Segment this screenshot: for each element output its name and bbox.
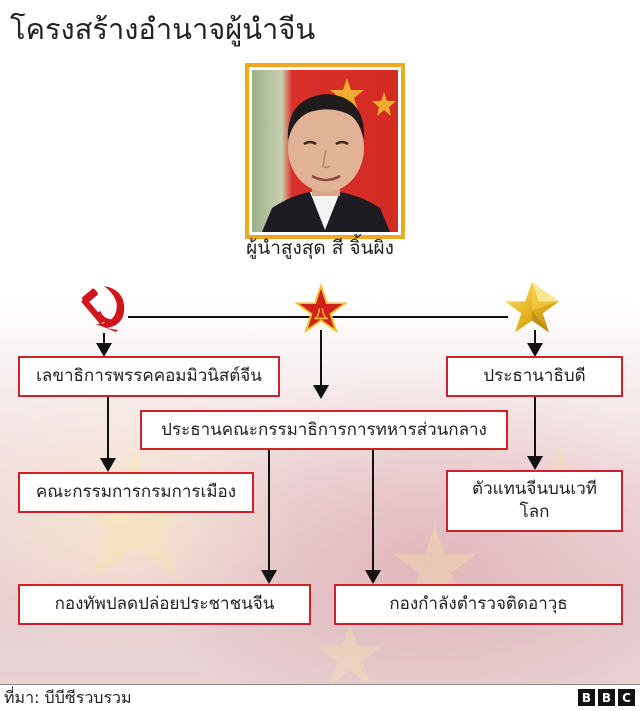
arrow-down-icon bbox=[527, 343, 543, 357]
arrow-down-icon bbox=[365, 570, 381, 584]
connector-line bbox=[534, 330, 536, 344]
connector-line bbox=[320, 330, 322, 386]
background-star-icon bbox=[393, 524, 477, 604]
svg-text:八: 八 bbox=[314, 307, 327, 320]
bbc-logo-letter: B bbox=[598, 689, 615, 706]
armed-police-label: กองกำลังตำรวจติดอาวุธ bbox=[389, 594, 568, 615]
portrait-illustration bbox=[262, 78, 396, 232]
party-secretary-label: เลขาธิการพรรคคอมมิวนิสต์จีน bbox=[36, 366, 262, 387]
cmc-chairman-label: ประธานคณะกรรมาธิการการทหารส่วนกลาง bbox=[161, 419, 487, 440]
arrow-down-icon bbox=[313, 385, 329, 399]
arrow-down-icon bbox=[100, 458, 116, 472]
leader-caption: ผู้นำสูงสุด สี จิ้นผิง bbox=[246, 237, 394, 259]
background-star-icon bbox=[66, 447, 204, 580]
party-secretary-box: เลขาธิการพรรคคอมมิวนิสต์จีน bbox=[18, 356, 280, 397]
pla-label: กองทัพปลดปล่อยประชาชนจีน bbox=[54, 594, 275, 615]
gold-star-icon bbox=[504, 282, 560, 333]
connector-line bbox=[103, 333, 105, 345]
leader-photo bbox=[252, 70, 398, 232]
source-note: ที่มา: บีบีซีรวบรวม bbox=[4, 688, 132, 707]
bbc-logo: B B C bbox=[578, 689, 635, 706]
leader-photo-frame bbox=[245, 63, 405, 239]
connector-line bbox=[372, 450, 374, 571]
world-representative-box: ตัวแทนจีนบนเวทีโลก bbox=[446, 470, 623, 532]
arrow-down-icon bbox=[261, 570, 277, 584]
connector-line bbox=[268, 450, 270, 571]
arrow-down-icon bbox=[527, 456, 543, 470]
connector-line bbox=[534, 397, 536, 457]
footer-divider bbox=[0, 684, 640, 685]
cmc-chairman-box: ประธานคณะกรรมาธิการการทหารส่วนกลาง bbox=[140, 410, 508, 450]
politburo-box: คณะกรรมการกรมการเมือง bbox=[18, 472, 254, 513]
army-star-icon: 八 bbox=[293, 283, 349, 334]
president-label: ประธานาธิบดี bbox=[483, 366, 586, 387]
pla-box: กองทัพปลดปล่อยประชาชนจีน bbox=[18, 584, 311, 625]
armed-police-box: กองกำลังตำรวจติดอาวุธ bbox=[334, 584, 623, 625]
bbc-logo-letter: B bbox=[578, 689, 595, 706]
bbc-logo-letter: C bbox=[618, 689, 635, 706]
page-title: โครงสร้างอำนาจผู้นำจีน bbox=[10, 12, 316, 46]
president-box: ประธานาธิบดี bbox=[446, 356, 623, 397]
politburo-label: คณะกรรมการกรมการเมือง bbox=[35, 482, 237, 503]
connector-line bbox=[107, 397, 109, 459]
world-representative-label: ตัวแทนจีนบนเวทีโลก bbox=[472, 479, 597, 522]
hammer-and-sickle-icon bbox=[81, 286, 125, 332]
arrow-down-icon bbox=[96, 343, 112, 357]
background-star-icon bbox=[317, 623, 383, 686]
